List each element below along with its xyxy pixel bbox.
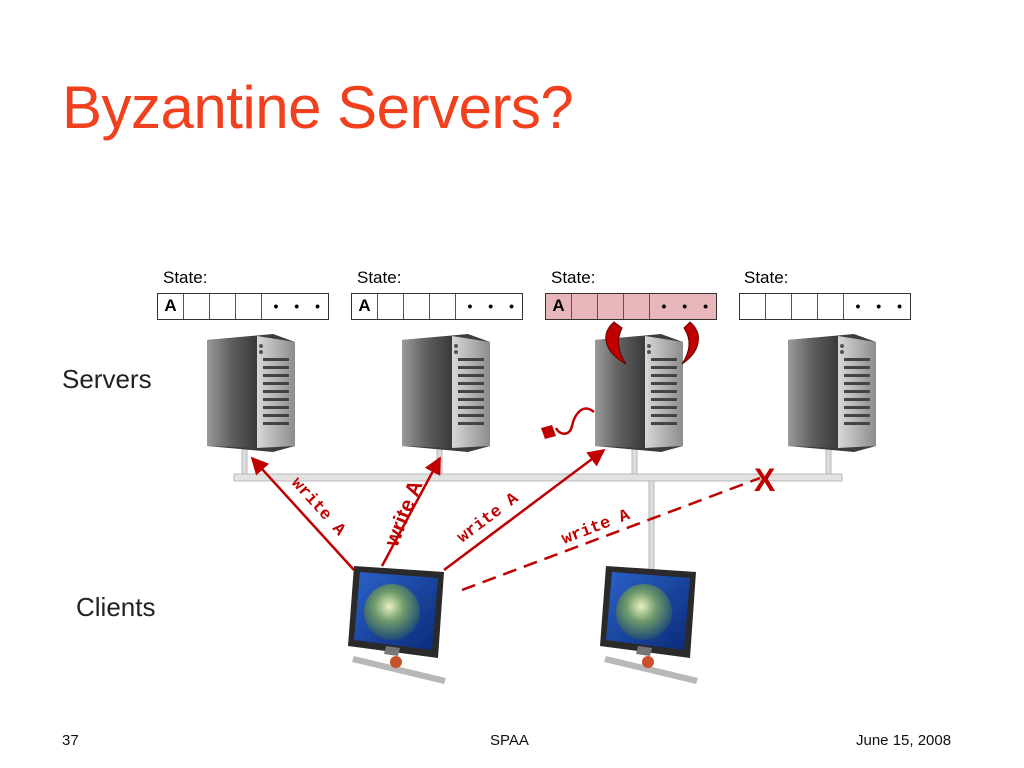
state-label-3: State: [551,268,596,287]
server-icon-1 [207,334,295,452]
server-icon-4 [788,334,876,452]
ellipsis: • • • [855,298,908,314]
state-cell [624,294,650,319]
failed-marker: X [754,462,776,498]
servers-label: Servers [62,364,152,394]
server-icon-2 [402,334,490,452]
client-computer-icon-2 [600,566,698,684]
message-arrow-4 [461,476,761,592]
devil-tail-icon [541,407,595,439]
message-arrow-1 [250,456,355,571]
footer-page-number: 37 [62,732,79,749]
client-computer-icon-1 [348,566,446,684]
footer-center: SPAA [490,732,529,749]
message-arrow-2 [380,456,442,567]
ellipsis: • • • [273,298,326,314]
state-label-1: State: [163,268,208,287]
state-cell: A [546,294,572,319]
state-array-server-1: A • • • [157,293,329,320]
message-arrow-3 [443,448,606,571]
clients-label: Clients [76,592,156,622]
state-cell [404,294,430,319]
state-cell [792,294,818,319]
state-cell: A [352,294,378,319]
footer-date: June 15, 2008 [856,732,952,749]
state-cell [378,294,404,319]
message-label-2: write A [380,477,428,551]
state-cell [236,294,262,319]
slide-title: Byzantine Servers? [62,74,574,141]
message-label-4: write A [559,506,633,550]
state-cell [598,294,624,319]
ellipsis: • • • [661,298,714,314]
state-cell [184,294,210,319]
ellipsis: • • • [467,298,520,314]
state-array-server-3: A • • • [545,293,717,320]
server-icon-3 [595,334,683,452]
state-label-4: State: [744,268,789,287]
state-cell [572,294,598,319]
state-cell [818,294,844,319]
state-cell [766,294,792,319]
state-array-server-2: A • • • [351,293,523,320]
state-cell [740,294,766,319]
state-array-server-4: • • • [739,293,911,320]
state-cell [210,294,236,319]
state-cell: A [158,294,184,319]
state-label-2: State: [357,268,402,287]
devil-horns-icon [605,321,699,365]
state-cell [430,294,456,319]
